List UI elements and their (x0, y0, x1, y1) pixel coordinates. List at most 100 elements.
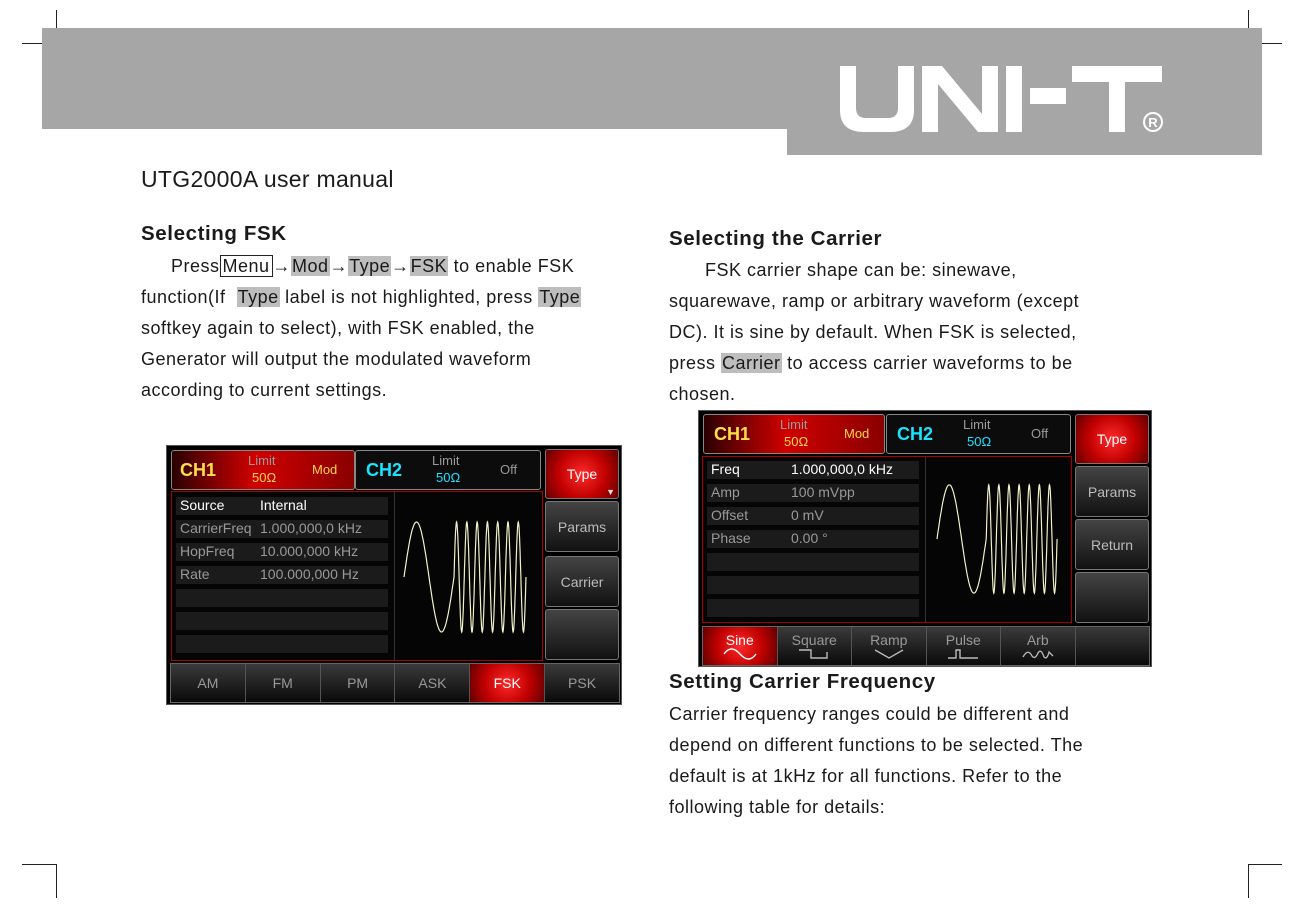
softkey-params[interactable]: Params (545, 501, 619, 552)
mod-type-ask[interactable]: ASK (395, 664, 471, 702)
dropdown-arrow-icon: ▼ (606, 487, 615, 497)
param-label: CarrierFreq (180, 520, 252, 536)
fsk-waveform (936, 483, 1058, 595)
waveform-label: Sine (725, 632, 754, 648)
param-row-source[interactable]: Source Internal (176, 497, 388, 515)
type-key-label: Type (538, 287, 582, 307)
param-row-empty (707, 576, 919, 594)
param-value: 1.000,000,0 kHz (260, 520, 362, 536)
carrier-pulse[interactable]: Pulse (926, 627, 1001, 665)
param-row-empty (176, 635, 388, 653)
fsk-waveform (403, 520, 527, 634)
carrier-key-label: Carrier (721, 353, 782, 373)
carrier-arb[interactable]: Arb (1001, 627, 1076, 665)
ch1-impedance: 50Ω (252, 470, 277, 485)
ch1-label: CH1 (714, 424, 751, 444)
param-row-offset[interactable]: Offset 0 mV (707, 507, 919, 525)
crop-mark (1248, 864, 1282, 865)
softkey-carrier[interactable]: Carrier (545, 556, 619, 607)
mod-type-am[interactable]: AM (171, 664, 246, 702)
text: Press (171, 256, 220, 276)
mod-type-pm[interactable]: PM (320, 664, 396, 702)
ch2-limit: Limit (963, 417, 991, 432)
text: press (669, 353, 716, 373)
text: squarewave, ramp or arbitrary waveform (… (669, 291, 1080, 311)
waveform-label: Ramp (870, 632, 908, 648)
manual-title: UTG2000A user manual (141, 166, 394, 192)
header-banner (42, 28, 1262, 129)
mod-type-fm[interactable]: FM (245, 664, 321, 702)
ch1-status-bar: CH1 Limit 50Ω Mod (703, 414, 885, 454)
param-row-carrierfreq[interactable]: CarrierFreq 1.000,000,0 kHz (176, 520, 388, 538)
softkey-return[interactable]: Return (1075, 519, 1149, 570)
softkey-label: Params (557, 518, 607, 535)
crop-mark (56, 864, 57, 898)
arrow: → (272, 256, 292, 276)
ch2-state: Off (1031, 426, 1049, 441)
mod-type-label: ASK (418, 675, 447, 691)
ch2-status-bar: CH2 Limit 50Ω Off (886, 414, 1071, 454)
carrier-sine[interactable]: Sine (703, 627, 778, 665)
arb-wave-icon (1022, 650, 1054, 659)
param-value: Internal (260, 497, 307, 513)
section-heading-selecting-carrier: Selecting the Carrier (669, 227, 883, 250)
waveform-label: Arb (1026, 632, 1049, 648)
ch1-mode: Mod (312, 462, 338, 477)
crop-mark (22, 43, 56, 44)
type-key-label: Type (348, 256, 392, 276)
mod-type-label: FSK (493, 675, 521, 691)
ramp-wave-icon (874, 649, 904, 659)
carrier-frequency-paragraph: Carrier frequency ranges could be differ… (669, 699, 1169, 823)
param-row-empty (176, 589, 388, 607)
carrier-paragraph: FSK carrier shape can be: sinewave, squa… (669, 255, 1169, 410)
param-label: Source (180, 497, 225, 513)
text: Generator will output the modulated wave… (141, 349, 532, 369)
softkey-type[interactable]: Type ▼ (545, 449, 619, 499)
softkey-params[interactable]: Params (1075, 466, 1149, 517)
text: label is not highlighted, press (285, 287, 533, 307)
modulation-type-bar: AM FM PM ASK FSK PSK (170, 663, 620, 703)
mod-type-psk[interactable]: PSK (545, 664, 619, 702)
crop-mark (1248, 43, 1282, 44)
param-label: Offset (711, 507, 749, 523)
softkey-blank[interactable] (1075, 572, 1149, 623)
param-label: Freq (711, 461, 740, 477)
text: Carrier frequency ranges could be differ… (669, 704, 1070, 724)
mod-type-fsk[interactable]: FSK (470, 664, 546, 702)
ch2-state: Off (500, 462, 518, 477)
softkey-blank[interactable] (545, 609, 619, 660)
carrier-ramp[interactable]: Ramp (852, 627, 927, 665)
param-row-hopfreq[interactable]: HopFreq 10.000,000 kHz (176, 543, 388, 561)
param-label: Phase (711, 530, 751, 546)
carrier-screenshot: CH1 Limit 50Ω Mod CH2 Limit 50Ω Off Type… (698, 410, 1152, 667)
square-wave-icon (799, 649, 828, 659)
param-value: 0 mV (791, 507, 824, 523)
panel-divider (394, 492, 395, 660)
header-banner-tab (787, 129, 1262, 155)
param-label: HopFreq (180, 543, 235, 559)
text: to access carrier waveforms to be (787, 353, 1073, 373)
carrier-square[interactable]: Square (777, 627, 852, 665)
softkey-label: Carrier (560, 573, 604, 590)
text: FSK carrier shape can be: sinewave, (705, 260, 1017, 280)
param-row-rate[interactable]: Rate 100.000,000 Hz (176, 566, 388, 584)
text: DC). It is sine by default. When FSK is … (669, 322, 1077, 342)
arrow: → (329, 256, 349, 276)
crop-mark (56, 10, 57, 44)
crop-mark (1248, 864, 1249, 898)
arrow: → (391, 256, 410, 276)
mod-key-label: Mod (291, 256, 330, 276)
ch1-limit: Limit (248, 453, 276, 468)
softkey-type[interactable]: Type (1075, 414, 1149, 464)
ch2-impedance: 50Ω (967, 434, 992, 449)
carrier-blank[interactable] (1075, 627, 1149, 665)
panel-divider (925, 457, 926, 622)
ch2-label: CH2 (897, 424, 934, 444)
ch1-status-bar: CH1 Limit 50Ω Mod (171, 450, 355, 490)
param-value: 10.000,000 kHz (260, 543, 359, 559)
param-label: Rate (180, 566, 210, 582)
param-value: 100.000,000 Hz (260, 566, 359, 582)
